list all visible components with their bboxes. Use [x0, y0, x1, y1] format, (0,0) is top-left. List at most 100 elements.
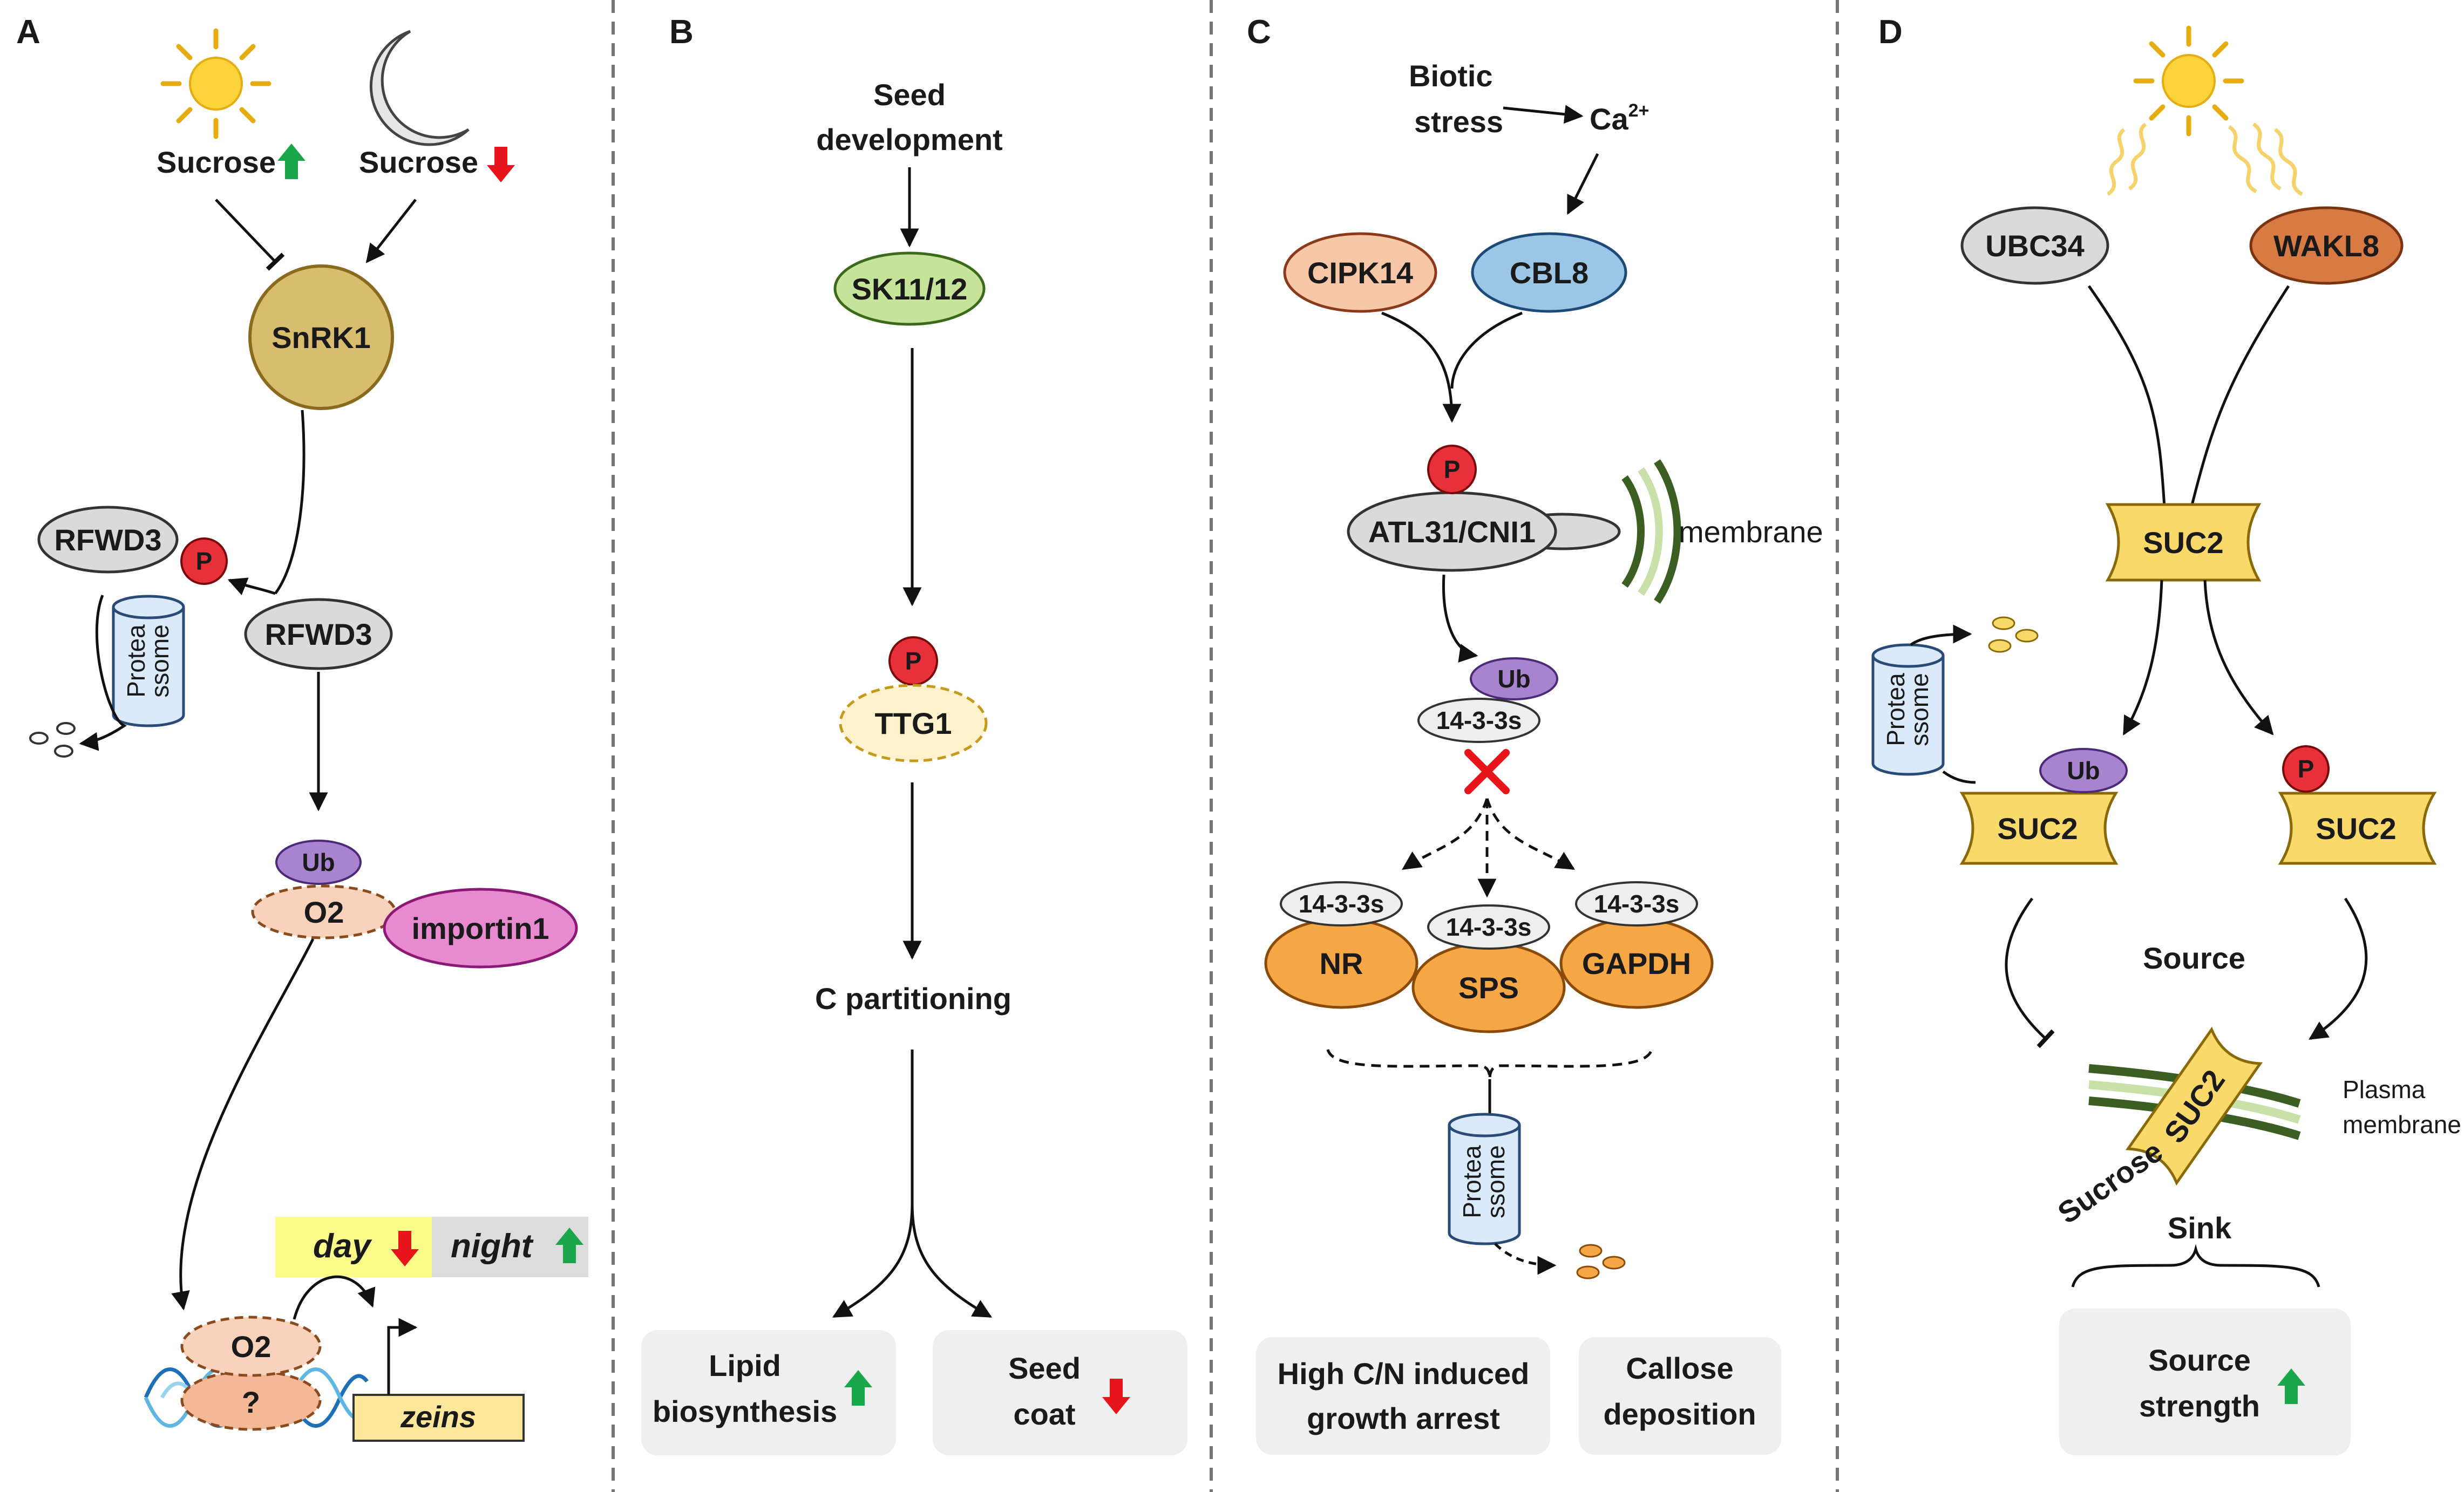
lipid-output-box	[641, 1330, 896, 1455]
phosphate-icon	[1427, 445, 1477, 494]
activation-edge	[2309, 897, 2368, 1040]
seed-development-label-2: development	[816, 122, 1002, 156]
unknown-partner-label: ?	[242, 1385, 260, 1419]
phospho-edge	[227, 577, 276, 595]
panel-d-letter: D	[1878, 13, 1903, 51]
1433-label: 14-3-3s	[1594, 890, 1680, 918]
suc2-label: SUC2	[2143, 526, 2223, 560]
growth-arrest-label-2: growth arrest	[1307, 1401, 1500, 1435]
inhibition-edge	[2005, 897, 2055, 1048]
degradation-edge	[79, 595, 127, 751]
callose-label-2: deposition	[1603, 1397, 1756, 1431]
peptide-fragments-icon	[1988, 616, 2039, 653]
proteasome-label-2: ssome	[146, 624, 174, 697]
rfwd3-label: RFWD3	[264, 617, 372, 651]
proteasome-icon: Protea ssome	[1871, 643, 1945, 776]
source-strength-label-2: strength	[2139, 1389, 2260, 1423]
cbl8-label: CBL8	[1510, 256, 1589, 290]
zeins-gene-box	[352, 1394, 525, 1442]
brace-icon	[2071, 1244, 2320, 1287]
peptide-fragments-icon	[29, 722, 76, 758]
calcium-label: Ca2+	[1590, 100, 1649, 136]
importin-node	[383, 888, 578, 969]
proteasome-label-1: Protea	[122, 624, 150, 698]
rfwd3-phospho-node	[37, 506, 179, 574]
ubiquitin-node	[2039, 748, 2128, 793]
seed-development-label-1: Seed	[873, 78, 946, 112]
sun-icon	[2136, 28, 2242, 134]
nr-label: NR	[1320, 946, 1363, 980]
ubiquitin-node	[1470, 657, 1558, 700]
down-arrow-icon	[487, 147, 515, 182]
panel-separators	[612, 0, 1839, 1492]
sps-label: SPS	[1458, 971, 1519, 1005]
night-box	[432, 1217, 588, 1277]
proteasome-icon: Protea ssome	[112, 595, 185, 727]
ubiquitin-label: Ub	[1497, 665, 1530, 693]
callose-label-1: Callose	[1626, 1351, 1733, 1385]
o2-label: O2	[304, 895, 344, 929]
panel-c-letter: C	[1247, 13, 1271, 51]
ttg1-label: TTG1	[874, 706, 952, 740]
transcription-start-icon	[387, 1318, 418, 1395]
cipk14-atl31-edge	[1381, 311, 1462, 423]
proteasome-label-2: ssome	[1905, 673, 1933, 746]
biotic-stress-label-1: Biotic	[1409, 59, 1493, 93]
proteasome-label-2: ssome	[1482, 1145, 1510, 1218]
panel-c: C Biotic stress Ca2+ CIPK14 CBL8 ATL31/C…	[1247, 13, 1823, 1455]
suc2-proteasome-edge	[1942, 770, 1976, 784]
callose-output-box	[1579, 1337, 1781, 1455]
suc2-node	[2105, 503, 2262, 582]
o2-complex-node	[180, 1316, 322, 1377]
sk-label: SK11/12	[852, 272, 968, 306]
phosphate-icon	[180, 537, 228, 585]
wakl8-label: WAKL8	[2273, 229, 2379, 263]
source-strength-output-box	[2059, 1309, 2351, 1455]
sk-node	[833, 251, 986, 326]
importin-label: importin1	[411, 911, 549, 945]
1433-label: 14-3-3s	[1436, 706, 1522, 734]
sucrose-night-label: Sucrose	[359, 145, 478, 179]
proteasome-icon: Protea ssome	[1448, 1113, 1521, 1245]
source-strength-label-1: Source	[2148, 1343, 2251, 1377]
o2-activation-edge	[293, 1275, 376, 1320]
light-rays-icon	[2106, 122, 2303, 196]
gapdh-label: GAPDH	[1582, 946, 1691, 980]
seed-coat-label-2: coat	[1013, 1397, 1075, 1431]
day-label: day	[313, 1228, 372, 1265]
phosphorylation-edge	[2203, 580, 2274, 735]
source-label: Source	[2143, 941, 2245, 975]
up-arrow-icon	[277, 144, 306, 179]
1433-node	[1280, 881, 1403, 926]
snrk1-rfwd3-edge	[274, 410, 306, 595]
seed-coat-edge	[911, 1203, 993, 1318]
o2-nucleus-edge	[171, 938, 315, 1311]
ubiquitin-label: Ub	[2067, 757, 2100, 785]
atl31-ubiquitination-edge	[1442, 574, 1478, 663]
activation-edge	[365, 199, 417, 263]
ubc34-suc2-edge	[2087, 285, 2166, 508]
phosphate-label: P	[1444, 455, 1461, 483]
block-cross-icon	[1464, 749, 1510, 794]
plasma-membrane-label-1: Plasma	[2343, 1075, 2426, 1103]
proteasome-label-1: Protea	[1882, 673, 1910, 746]
growth-arrest-label-1: High C/N induced	[1278, 1357, 1530, 1391]
calcium-cbl8-edge	[1566, 153, 1599, 215]
proteasome-label-1: Protea	[1458, 1145, 1486, 1218]
panel-a-letter: A	[16, 13, 40, 51]
suc2-ub-label: SUC2	[1997, 812, 2078, 846]
c-partitioning-label: C partitioning	[815, 982, 1012, 1016]
lipid-edge	[832, 1050, 914, 1318]
cbl8-atl31-edge	[1450, 311, 1523, 389]
phosphate-label: P	[905, 647, 922, 675]
brace-icon	[1326, 1049, 1653, 1080]
binding-edges	[1402, 798, 1575, 898]
wakl8-suc2-edge	[2190, 285, 2290, 508]
stress-calcium-edge	[1503, 105, 1584, 124]
zeins-label: zeins	[400, 1400, 476, 1434]
plasma-membrane-label-2: membrane	[2343, 1111, 2461, 1139]
snrk1-label: SnRK1	[271, 321, 371, 355]
phosphate-icon	[2282, 745, 2330, 793]
cipk14-label: CIPK14	[1307, 256, 1413, 290]
